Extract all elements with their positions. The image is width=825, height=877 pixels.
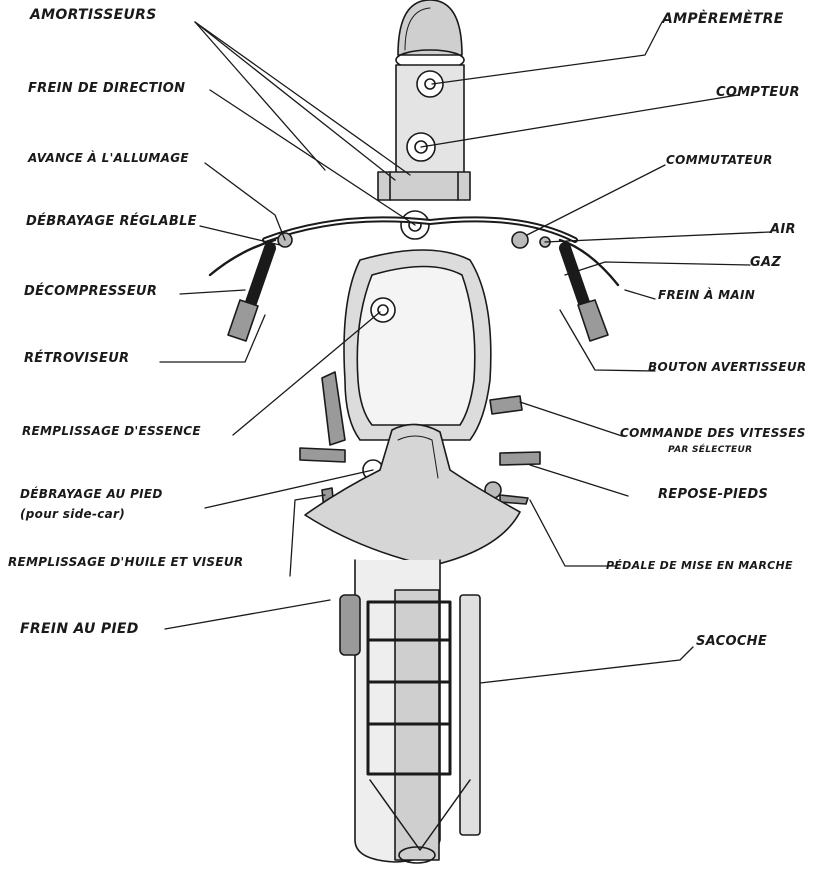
label-avance-allumage: AVANCE À L'ALLUMAGE bbox=[28, 152, 189, 164]
label-sacoche: SACOCHE bbox=[696, 635, 767, 648]
saddle bbox=[305, 424, 520, 566]
label-compteur: COMPTEUR bbox=[716, 86, 800, 99]
label-decompresseur: DÉCOMPRESSEUR bbox=[24, 285, 157, 298]
label-bouton-avertisseur: BOUTON AVERTISSEUR bbox=[648, 361, 806, 373]
label-commande-vitesses: COMMANDE DES VITESSES bbox=[620, 427, 806, 439]
label-frein-pied: FREIN AU PIED bbox=[20, 622, 139, 636]
label-retroviseur: RÉTROVISEUR bbox=[24, 352, 129, 365]
label-air: AIR bbox=[770, 223, 796, 236]
label-pedale-mise-marche: PÉDALE DE MISE EN MARCHE bbox=[606, 560, 793, 571]
fuel-tank bbox=[344, 250, 491, 440]
label-par-selecteur: PAR SÉLECTEUR bbox=[668, 446, 752, 455]
label-debrayage-reglable: DÉBRAYAGE RÉGLABLE bbox=[26, 215, 197, 228]
rear-section bbox=[340, 560, 480, 863]
instrument-nacelle bbox=[378, 65, 470, 200]
label-repose-pieds: REPOSE-PIEDS bbox=[658, 488, 768, 501]
label-remplissage-essence: REMPLISSAGE D'ESSENCE bbox=[22, 425, 201, 437]
label-amortisseurs: AMORTISSEURS bbox=[30, 8, 157, 22]
label-frein-direction: FREIN DE DIRECTION bbox=[28, 82, 185, 95]
label-debrayage-pied: DÉBRAYAGE AU PIED bbox=[20, 488, 163, 500]
headlamp bbox=[396, 0, 464, 70]
label-gaz: GAZ bbox=[750, 256, 781, 269]
label-remplissage-huile: REMPLISSAGE D'HUILE ET VISEUR bbox=[8, 556, 243, 568]
label-side-car: (pour side-car) bbox=[20, 508, 125, 520]
label-commutateur: COMMUTATEUR bbox=[666, 154, 773, 166]
label-frein-main: FREIN À MAIN bbox=[658, 289, 755, 301]
label-amperemetre: AMPÈREMÈTRE bbox=[662, 12, 784, 26]
